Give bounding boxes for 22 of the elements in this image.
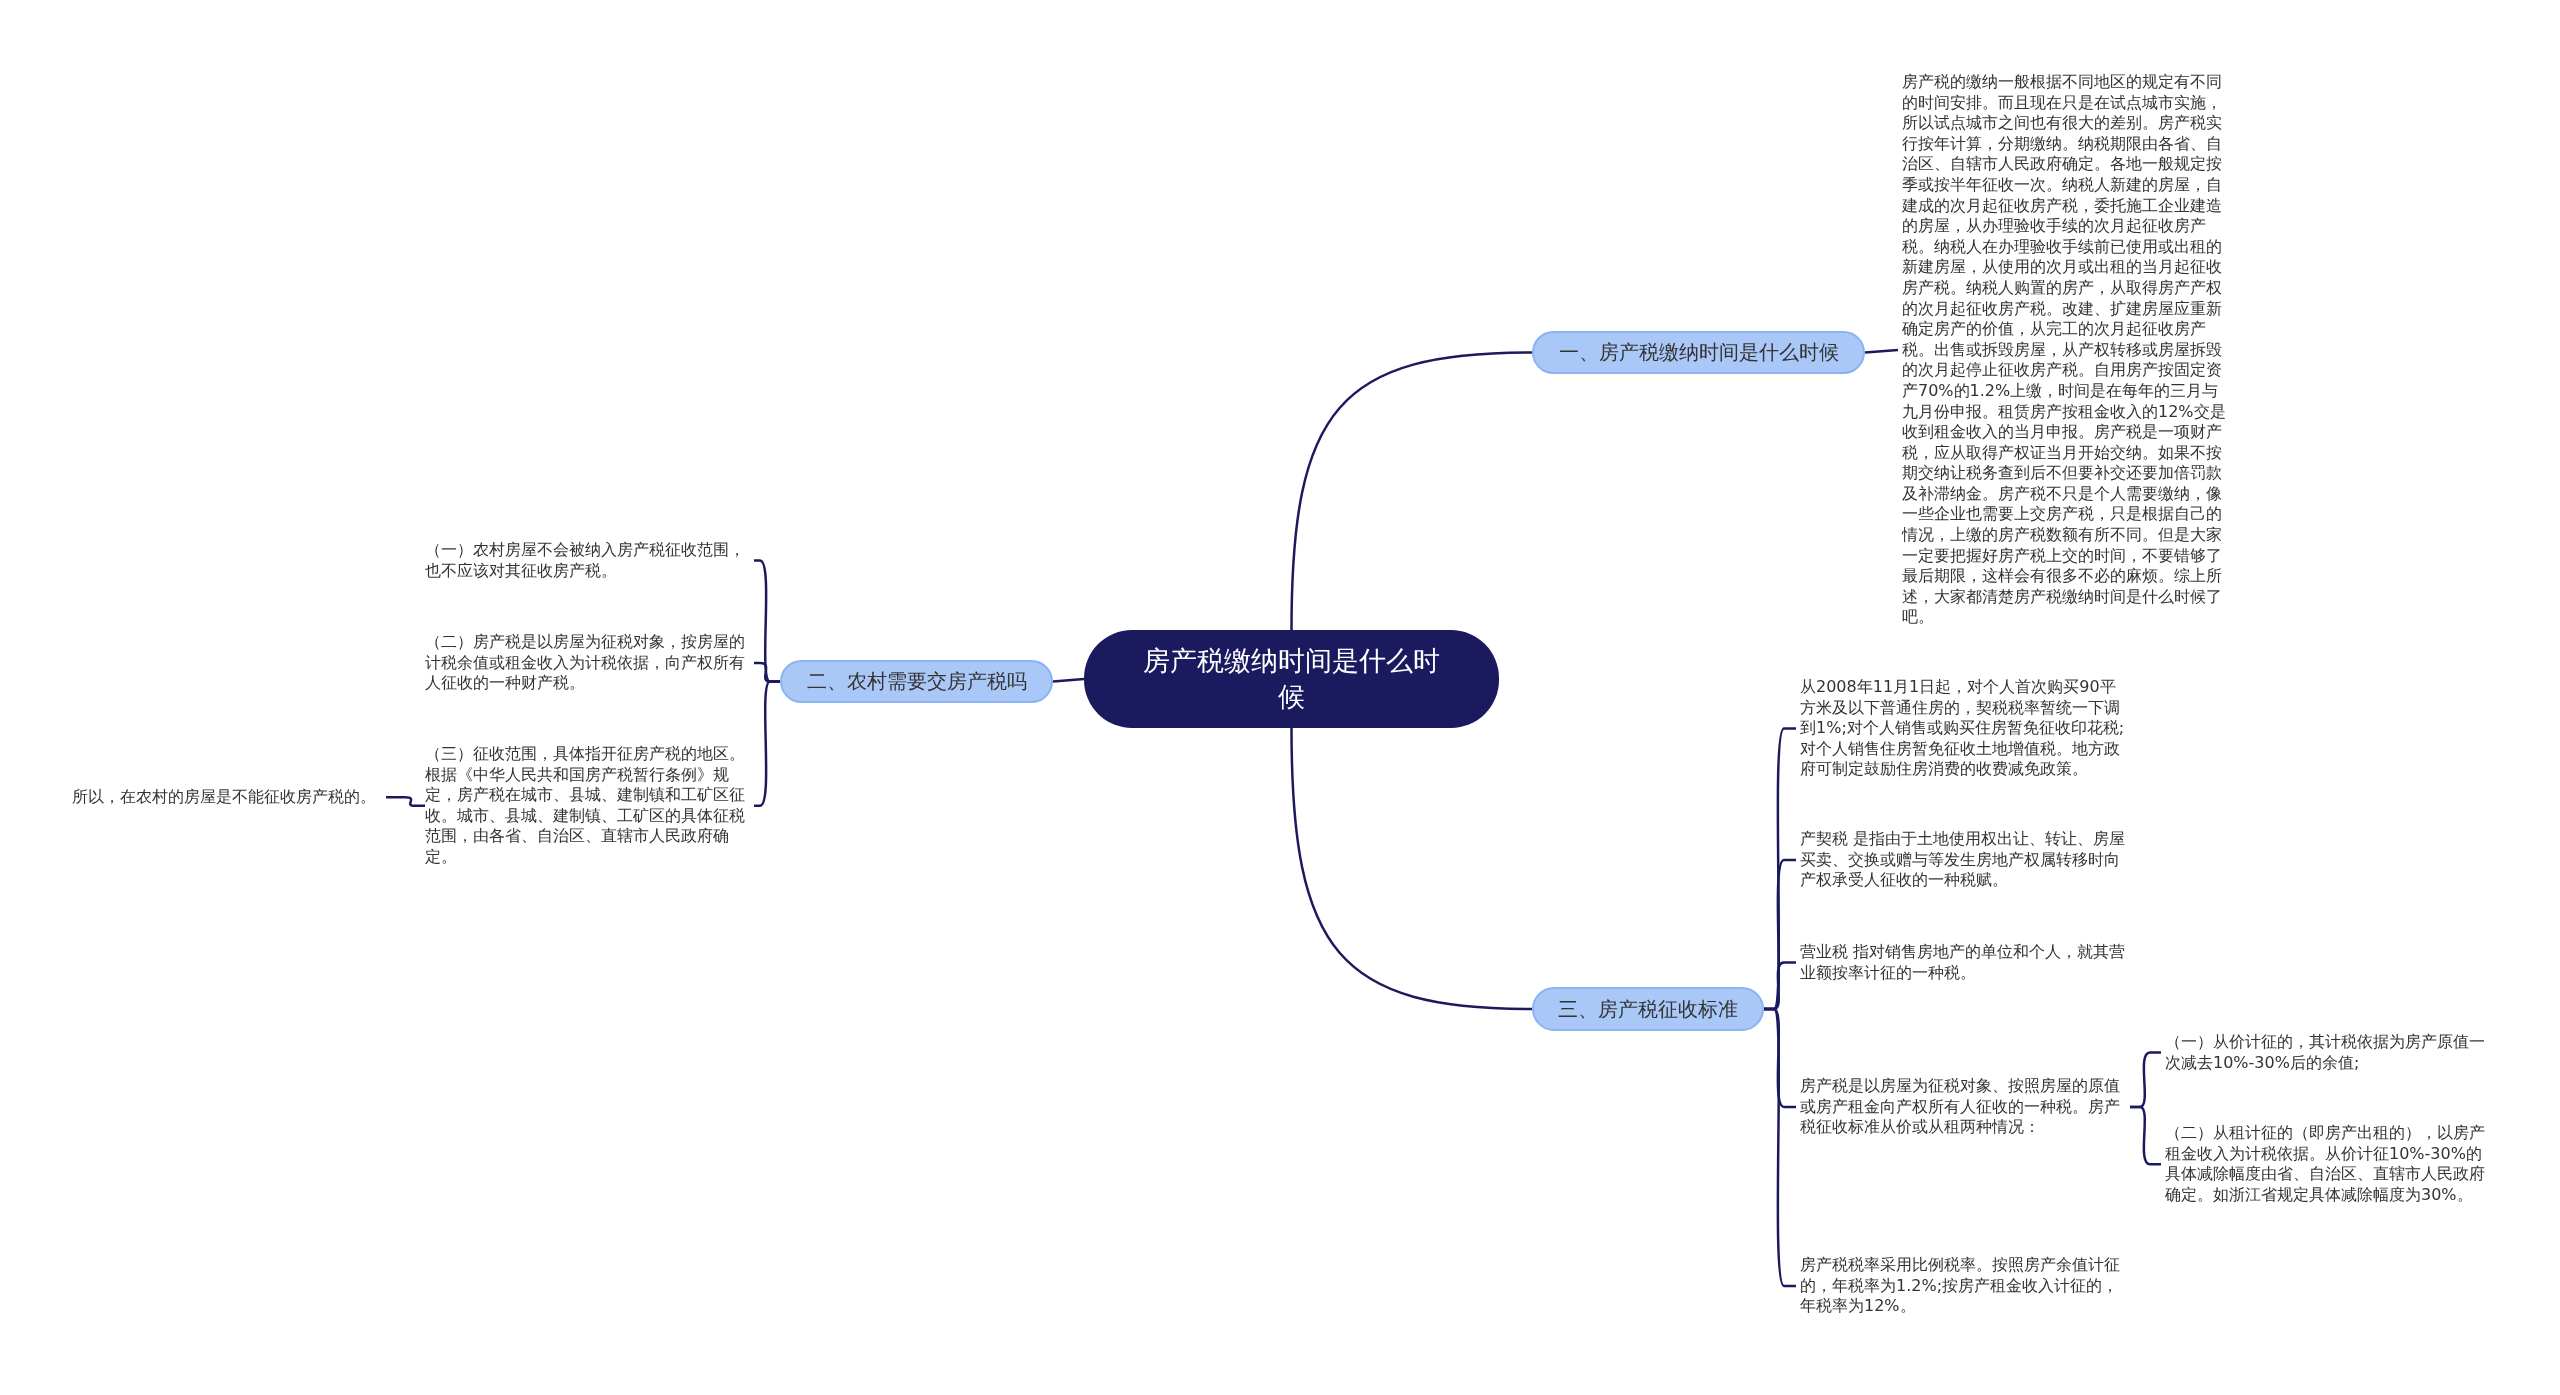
connector-line — [754, 680, 780, 808]
connector-line — [1290, 727, 1533, 1011]
text-note: 从2008年11月1日起，对个人首次购买90平方米及以下普通住房的，契税税率暂统一下调到1%;对个人销售或购买住房暂免征收印花税;对个人销售住房暂免征收土地增值税。地方政府可制定鼓励住房消费的收费减免政策。 — [1800, 677, 2130, 780]
text-note: （一）农村房屋不会被纳入房产税征收范围，也不应该对其征收房产税。 — [425, 540, 750, 582]
text-note: 营业税 指对销售房地产的单位和个人，就其营业额按率计征的一种税。 — [1800, 942, 2130, 984]
central-topic: 房产税缴纳时间是什么时候 — [1084, 630, 1499, 728]
branch-topic: 一、房产税缴纳时间是什么时候 — [1532, 331, 1865, 374]
connector-line — [1052, 677, 1085, 683]
text-note: 产契税 是指由于土地使用权出让、转让、房屋买卖、交换或赠与等发生房地产权属转移时向产权承受人征收的一种税赋。 — [1800, 829, 2130, 891]
text-note: （三）征收范围，具体指开征房产税的地区。根据《中华人民共和国房产税暂行条例》规定，房产税在城市、县城、建制镇和工矿区征收。城市、县城、建制镇、工矿区的具体征税范围，由各省、自治区、直辖市人民政府确定。 — [425, 744, 750, 868]
branch-topic: 二、农村需要交房产税吗 — [780, 660, 1053, 703]
branch-topic: 三、房产税征收标准 — [1532, 987, 1764, 1031]
text-note: 所以，在农村的房屋是不能征收房产税的。 — [72, 787, 382, 808]
connector-line — [386, 796, 425, 808]
text-note: 房产税税率采用比例税率。按照房产余值计征的，年税率为1.2%;按房产租金收入计征的，年税率为12%。 — [1800, 1255, 2130, 1317]
text-note: 房产税的缴纳一般根据不同地区的规定有不同的时间安排。而且现在只是在试点城市实施，所以试点城市之间也有很大的差别。房产税实行按年计算，分期缴纳。纳税期限由各省、自治区、自辖市人民政府确定。各地一般规定按季或按半年征收一次。纳税人新建的房屋，自建成的次月起征收房产税，委托施工企业建造的房屋，从办理验收手续的次月起征收房产税。纳税人在办理验收手续前已使用或出租的新建房屋，从使用的次月或出租的当月起征收房产税。纳税人购置的房产，从取得房产产权的次月起征收房产税。改建、扩建房屋应重新确定房产的价值，从完工的次月起征收房产税。出售或拆毁房屋，从产权转移或房屋拆毁的次月起停止征收房产税。自用房产按固定资产70%的1.2%上缴，时间是在每年的三月与九月份申报。租赁房产按租金收入的12%交是收到租金收入的当月申报。房产税是一项财产税，应从取得产权证当月开始交纳。如果不按期交纳让税务查到后不但要补交还要加倍罚款及补滞纳金。房产税不只是个人需要缴纳，像一些企业也需要上交房产税，只是根据自己的情况，上缴的房产税数额有所不同。但是大家一定要把握好房产税上交的时间，不要错够了最后期限，这样会有很多不必的麻烦。综上所述，大家都清楚房产税缴纳时间是什么时候了吧。 — [1902, 72, 2232, 629]
text-note: （二）从租计征的（即房产出租的），以房产租金收入为计税依据。从价计征10%-30%的具体减除幅度由省、自治区、直辖市人民政府确定。如浙江省规定具体减除幅度为30%。 — [2165, 1123, 2495, 1206]
text-note: （二）房产税是以房屋为征税对象，按房屋的计税余值或租金收入为计税依据，向产权所有人征收的一种财产税。 — [425, 632, 750, 694]
text-note: （一）从价计征的，其计税依据为房产原值一次减去10%-30%后的余值; — [2165, 1032, 2495, 1074]
text-note: 房产税是以房屋为征税对象、按照房屋的原值或房产租金向产权所有人征收的一种税。房产税征收标准从价或从租两种情况： — [1800, 1076, 2130, 1138]
connector-line — [1290, 351, 1533, 631]
connector-line — [1864, 348, 1899, 354]
